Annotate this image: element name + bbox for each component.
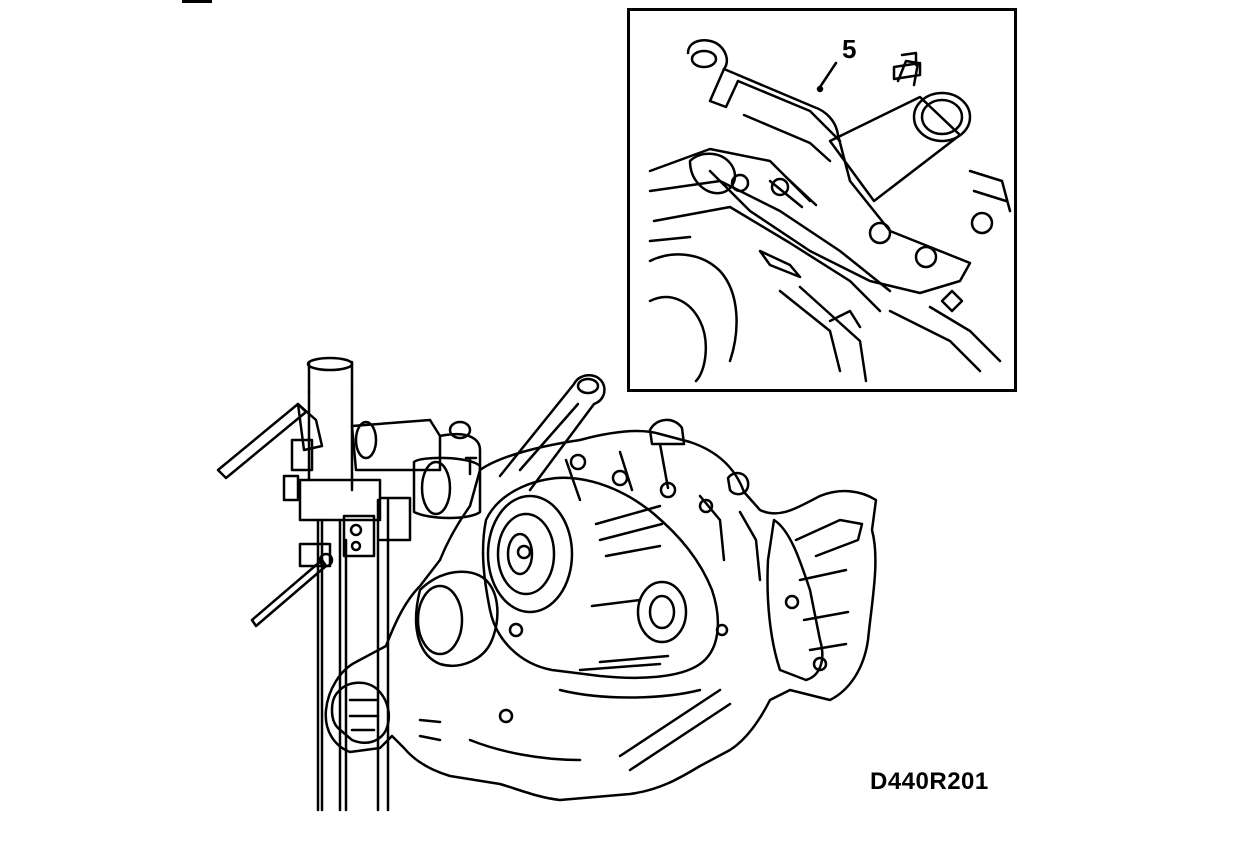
lifting-bracket — [500, 375, 604, 490]
figure-id: D440R201 — [870, 768, 989, 795]
gearbox-housing — [326, 420, 876, 800]
stand-post — [300, 358, 388, 810]
bracket-detail-drawing — [630, 11, 1014, 389]
callout-label-5: 5 — [842, 34, 857, 64]
inset-cylinder — [830, 53, 970, 201]
inset-engine-block — [650, 149, 1010, 381]
callout-leader — [820, 63, 836, 87]
inset-lifting-bracket — [688, 40, 970, 293]
scan-mark — [182, 0, 212, 3]
stand-mount-arm — [344, 420, 480, 556]
stand-handle — [218, 404, 332, 626]
detail-inset — [627, 8, 1017, 392]
